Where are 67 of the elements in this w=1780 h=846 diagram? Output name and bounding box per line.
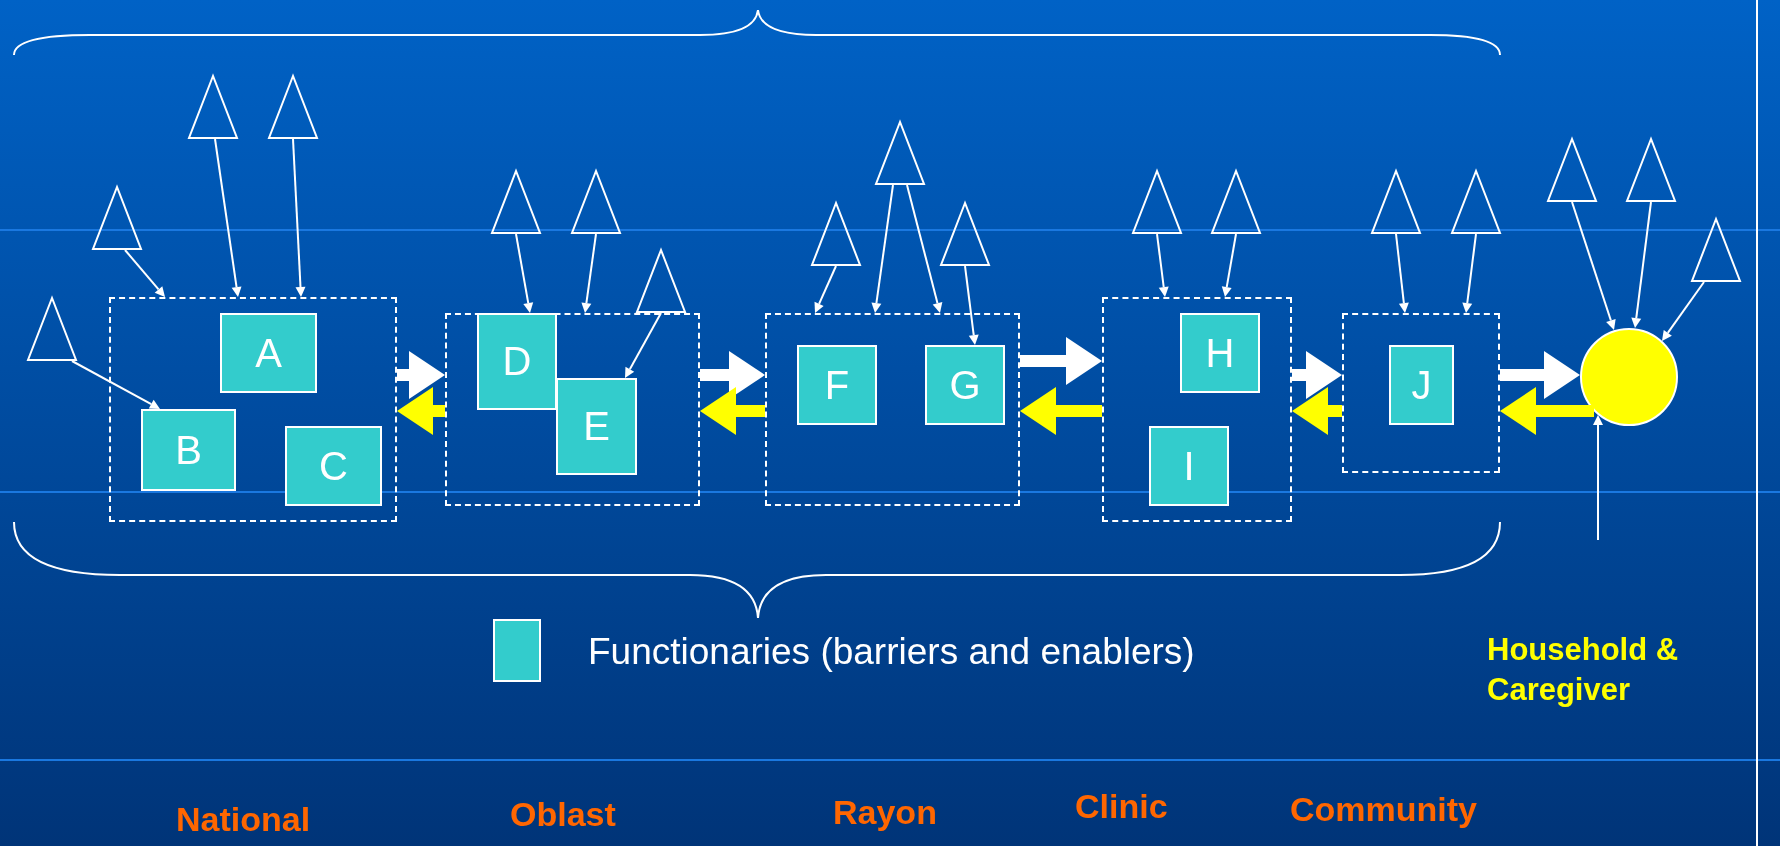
legend-text: Functionaries (barriers and enablers)	[588, 631, 1195, 673]
triangle	[1626, 138, 1676, 202]
arrow	[214, 138, 242, 297]
arrow	[1662, 281, 1705, 341]
triangle	[188, 75, 238, 139]
block-arrow	[1020, 387, 1102, 435]
arrow	[292, 138, 306, 297]
block-arrow	[1292, 351, 1342, 399]
level-label: National	[176, 800, 311, 839]
arrow	[71, 360, 160, 409]
dashed-group-box	[445, 313, 700, 506]
triangle	[636, 249, 686, 313]
block-arrow	[397, 387, 445, 435]
functionary-box: C	[285, 426, 382, 506]
dashed-group-box	[109, 297, 397, 522]
dashed-group-box	[765, 313, 1020, 506]
block-arrow	[1500, 351, 1580, 399]
level-label: Rayon	[833, 793, 937, 832]
triangle	[268, 75, 318, 139]
arrow	[1395, 233, 1409, 313]
functionary-box: E	[556, 378, 637, 475]
arrow	[814, 265, 837, 313]
triangle	[1547, 138, 1597, 202]
triangle	[27, 297, 77, 361]
functionary-box: B	[141, 409, 236, 491]
arrow	[1156, 233, 1169, 297]
triangle	[875, 121, 925, 185]
triangle	[1691, 218, 1741, 282]
arrow	[1631, 201, 1652, 328]
arrow	[581, 233, 597, 313]
block-arrow	[1500, 387, 1594, 435]
arrow	[964, 265, 979, 345]
functionary-box: I	[1149, 426, 1229, 506]
arrow	[1593, 415, 1603, 541]
triangle	[491, 170, 541, 234]
triangle	[811, 202, 861, 266]
block-arrow	[700, 387, 765, 435]
arrow	[1221, 233, 1237, 297]
triangle	[571, 170, 621, 234]
functionary-box: F	[797, 345, 877, 425]
level-label: Community	[1290, 790, 1477, 829]
block-arrow	[1292, 387, 1342, 435]
triangle	[940, 202, 990, 266]
arrow	[625, 312, 662, 378]
functionary-box: D	[477, 313, 557, 410]
functionary-box: H	[1180, 313, 1260, 393]
arrow	[871, 184, 894, 313]
functionary-box: G	[925, 345, 1005, 425]
arrow	[124, 249, 165, 297]
arrow	[906, 184, 943, 313]
level-label: Clinic	[1075, 787, 1168, 826]
dashed-group-box	[1342, 313, 1500, 473]
triangle	[1211, 170, 1261, 234]
block-arrow	[397, 351, 445, 399]
triangle	[92, 186, 142, 250]
functionary-box: A	[220, 313, 317, 393]
arrow	[1571, 201, 1616, 330]
triangle	[1451, 170, 1501, 234]
level-label: Oblast	[510, 795, 616, 834]
triangle	[1132, 170, 1182, 234]
caregiver-label: Household & Caregiver	[1487, 631, 1680, 710]
triangle	[1371, 170, 1421, 234]
block-arrow	[1020, 337, 1102, 385]
functionary-box: J	[1389, 345, 1454, 425]
dashed-group-box	[1102, 297, 1292, 522]
arrow	[515, 233, 534, 313]
arrow	[1462, 233, 1477, 313]
